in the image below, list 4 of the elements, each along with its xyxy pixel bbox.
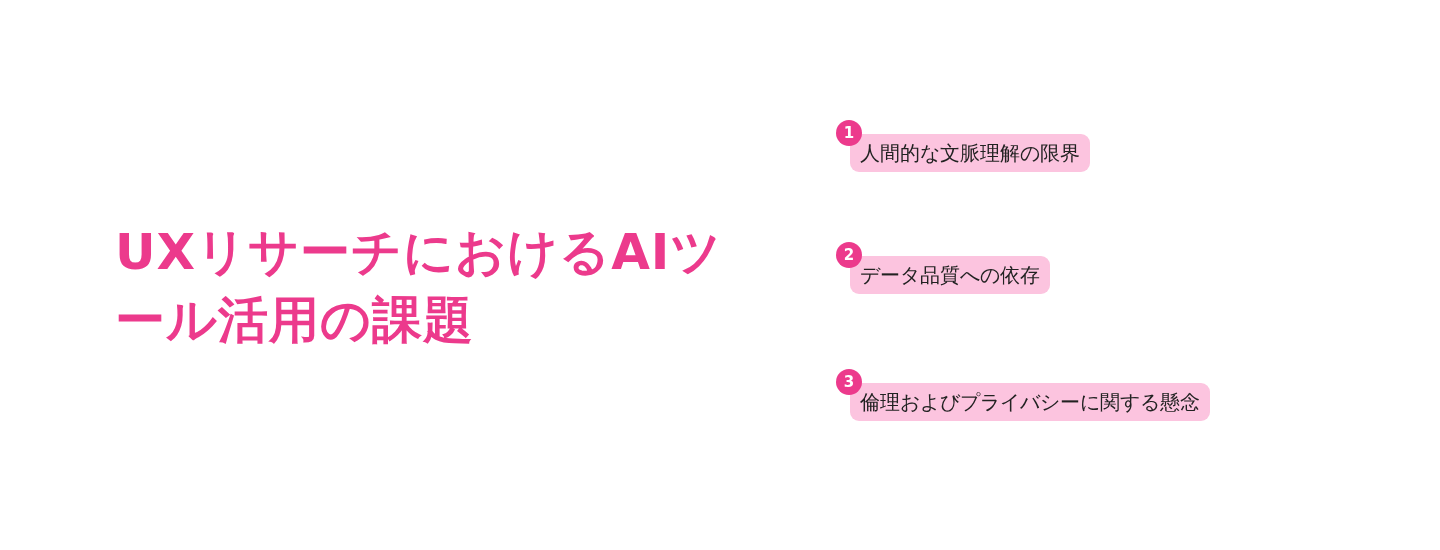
- heading: UXリサーチにおけるAIツール活用の課題: [115, 222, 724, 351]
- number-badge: 2: [836, 242, 862, 268]
- number-badge: 1: [836, 120, 862, 146]
- number-badge: 3: [836, 369, 862, 395]
